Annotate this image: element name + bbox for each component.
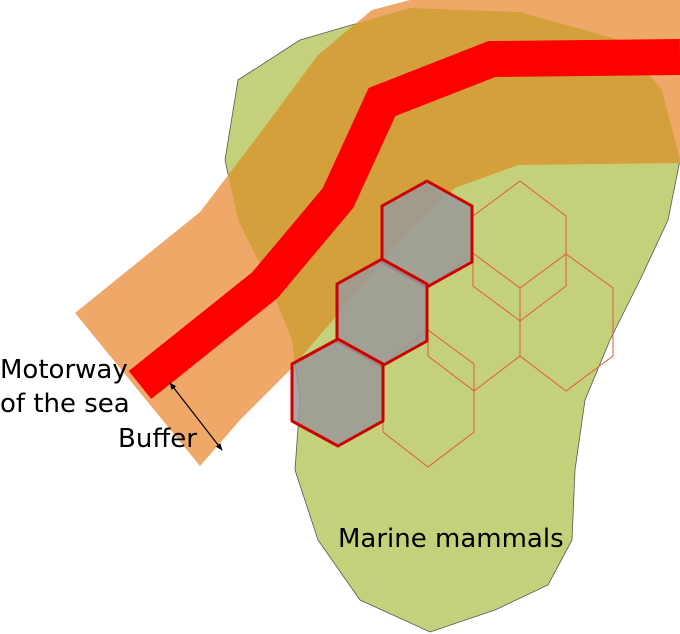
marine-mammals-label: Marine mammals [338, 524, 564, 554]
motorway-label-line2: of the sea [0, 389, 130, 419]
buffer-width-arrow [169, 382, 223, 451]
grid-cell [519, 253, 614, 392]
intersecting-grid-cells [290, 179, 474, 448]
motorway-label-line1: Motorway [0, 355, 128, 385]
grid-cell [472, 180, 567, 322]
buffer-label: Buffer [118, 424, 197, 454]
intersecting-cell [290, 337, 385, 448]
motorway-of-the-sea-route [128, 39, 680, 400]
